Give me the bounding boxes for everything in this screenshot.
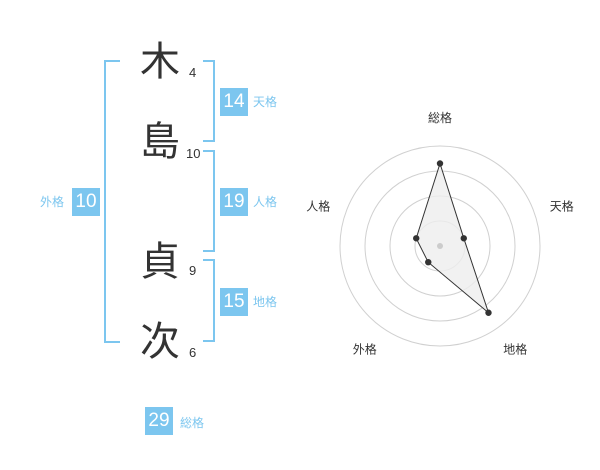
soukaku-value: 29 [145,407,173,435]
name-char-2: 島 [140,119,180,165]
jinkaku-bracket [203,150,215,252]
gaikaku-bracket [104,60,120,343]
name-char-1: 木 [140,39,180,85]
chikaku-bracket [203,259,215,342]
radar-ring [339,145,541,347]
name-char-4: 次 [140,319,180,365]
tenkaku-label: 天格 [253,95,278,109]
radar-point-1 [436,160,444,167]
radar-point-2 [460,235,467,242]
name-char-3: 貞 [140,239,180,285]
radar-center-dot [437,243,443,249]
radar-axis-label-5: 人格 [306,198,330,213]
soukaku-label: 総格 [180,416,205,430]
tenkaku-bracket [203,60,215,142]
stroke-count-2: 10 [186,146,201,161]
radar-axis-label-4: 外格 [353,342,377,357]
radar-axis-label-2: 天格 [550,198,574,213]
radar-axis-label-1: 総格 [428,110,452,125]
gaikaku-label: 外格 [40,195,65,209]
radar-point-4 [425,258,432,266]
chikaku-label: 地格 [253,295,278,309]
radar-axis-label-3: 地格 [503,342,527,357]
gaikaku-value: 10 [72,188,100,216]
stroke-count-1: 4 [189,65,197,80]
jinkaku-label: 人格 [253,195,278,209]
stroke-count-4: 6 [189,345,197,360]
radar-data-points [413,160,492,316]
chikaku-value: 15 [220,288,248,316]
radar-data-shape [415,161,490,315]
jinkaku-value: 19 [220,188,248,216]
radar-point-5 [413,235,420,242]
radar-point-3 [485,309,492,316]
tenkaku-value: 14 [220,88,248,116]
stroke-count-3: 9 [189,263,197,278]
